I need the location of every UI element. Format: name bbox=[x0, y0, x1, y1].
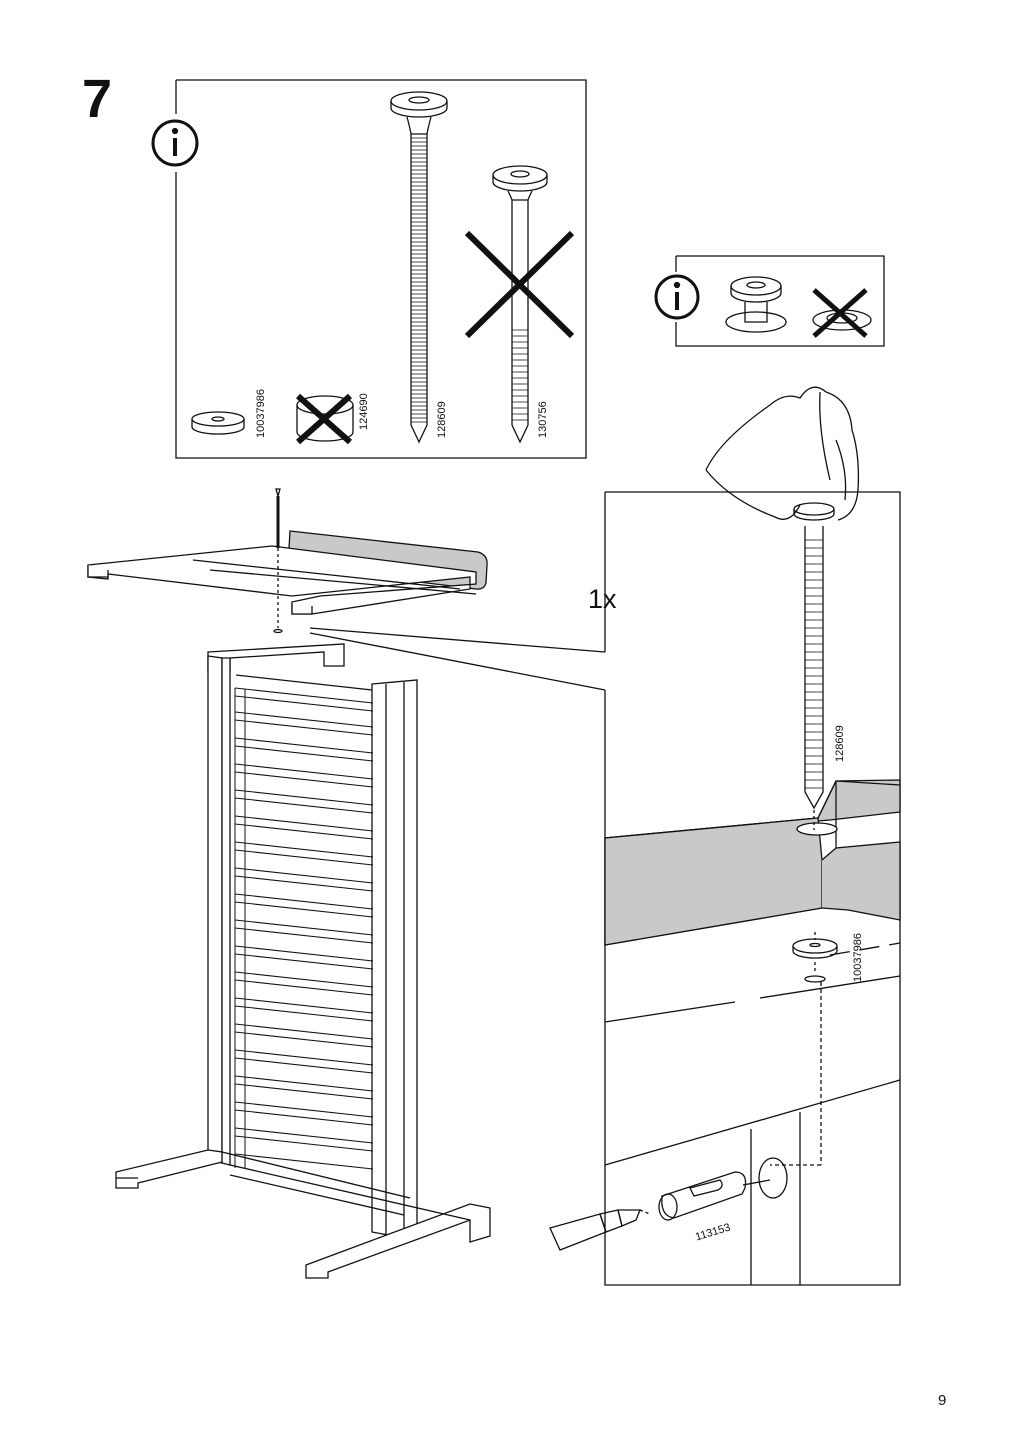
info-icon bbox=[654, 274, 700, 320]
cross-icon bbox=[464, 230, 575, 339]
parts-info-box bbox=[175, 79, 587, 459]
detail-bolt bbox=[793, 502, 835, 830]
correct-screw-part bbox=[725, 276, 787, 333]
wrong-bolt-part bbox=[492, 165, 548, 444]
top-rail bbox=[87, 530, 488, 615]
detail-washer-part-number: 10037986 bbox=[852, 933, 864, 982]
detail-bolt-part-number: 128609 bbox=[834, 725, 846, 762]
detail-frame bbox=[309, 491, 901, 1286]
cross-icon bbox=[296, 393, 352, 445]
washer-part-number: 10037986 bbox=[255, 389, 267, 438]
screw-info-box bbox=[675, 255, 885, 347]
page-number: 9 bbox=[938, 1392, 947, 1409]
detail-washer bbox=[770, 932, 838, 1166]
cap-part bbox=[296, 395, 354, 442]
detail-rail bbox=[604, 779, 901, 1285]
info-icon bbox=[151, 119, 199, 167]
quantity-label: 1x bbox=[588, 584, 617, 614]
washer-part bbox=[191, 411, 245, 435]
cam-nut-part bbox=[658, 1157, 788, 1221]
cap-part-number: 124690 bbox=[358, 393, 370, 430]
screwdriver-tool bbox=[549, 1209, 651, 1251]
headboard-frame bbox=[207, 643, 418, 1239]
rail-screw bbox=[273, 488, 283, 634]
headboard-feet bbox=[115, 1149, 491, 1279]
hand-illustration bbox=[705, 386, 860, 521]
long-bolt-thread bbox=[411, 137, 427, 423]
headboard-slats bbox=[234, 687, 374, 1170]
step-number: 7 bbox=[82, 69, 113, 129]
long-bolt-part bbox=[390, 91, 448, 444]
wrong-bolt-part-number: 130756 bbox=[537, 401, 549, 438]
cross-icon bbox=[812, 288, 868, 338]
long-bolt-part-number: 128609 bbox=[436, 401, 448, 438]
